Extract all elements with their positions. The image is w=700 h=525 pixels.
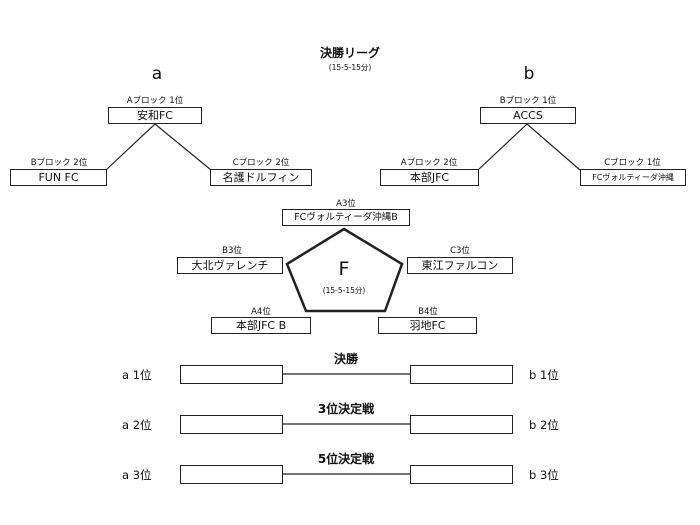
group-b-left-caption: Aブロック 2位 [400,158,458,168]
group-a-right-caption: Cブロック 2位 [232,158,290,168]
third-place-left-box [180,415,283,434]
group-b-left-team: 本部JFC [380,169,479,186]
line-a-right [154,123,212,171]
group-f-label: F [338,258,350,280]
fifth-place-title: 5位決定戦 [317,452,375,466]
group-a-left-team: FUN FC [10,169,107,186]
group-f-top-caption: A3位 [336,199,356,209]
line-a-left [105,123,156,171]
third-place-right-label: b 2位 [529,418,559,432]
group-b-right-team: FCヴォルティーダ沖縄 [580,169,686,186]
group-b-label: b [523,64,535,84]
third-place-title: 3位決定戦 [317,402,375,416]
final-left-label: a 1位 [122,368,152,382]
group-a-top-caption: Aブロック 1位 [126,96,184,106]
final-left-box [180,365,283,384]
group-a-top-team: 安和FC [108,107,202,124]
final-right-box [410,365,513,384]
group-f-left-team: 大北ヴァレンチ [177,257,283,274]
final-right-label: b 1位 [529,368,559,382]
group-f-bottom-left-caption: A4位 [251,307,271,317]
group-a-left-caption: Bブロック 2位 [30,158,88,168]
third-place-left-label: a 2位 [122,418,152,432]
fifth-place-left-label: a 3位 [122,468,152,482]
group-f-subtitle: (15-5-15分) [322,286,366,295]
group-b-top-team: ACCS [480,107,576,124]
line-b-left [477,123,528,171]
fifth-place-left-box [180,465,283,484]
fifth-place-right-label: b 3位 [529,468,559,482]
group-b-top-caption: Bブロック 1位 [499,96,557,106]
group-f-right-caption: C3位 [450,246,470,256]
group-f-top-team: FCヴォルティーダ沖縄B [282,209,410,226]
group-f-left-caption: B3位 [222,246,242,256]
pentagon-shape [285,227,404,313]
group-f-bottom-left-team: 本部JFC B [211,317,311,334]
page-title: 決勝リーグ [319,46,380,60]
third-place-right-box [410,415,513,434]
fifth-place-right-box [410,465,513,484]
group-f-right-team: 東江ファルコン [407,257,513,274]
line-b-right [526,123,581,171]
group-f-bottom-right-team: 羽地FC [378,317,477,334]
final-title: 決勝 [333,352,358,366]
group-a-label: a [151,64,163,84]
group-a-right-team: 名護ドルフィン [210,169,312,186]
group-f-bottom-right-caption: B4位 [418,307,438,317]
group-b-right-caption: Cブロック 1位 [604,158,661,168]
page-subtitle: (15-5-15分) [328,63,372,72]
